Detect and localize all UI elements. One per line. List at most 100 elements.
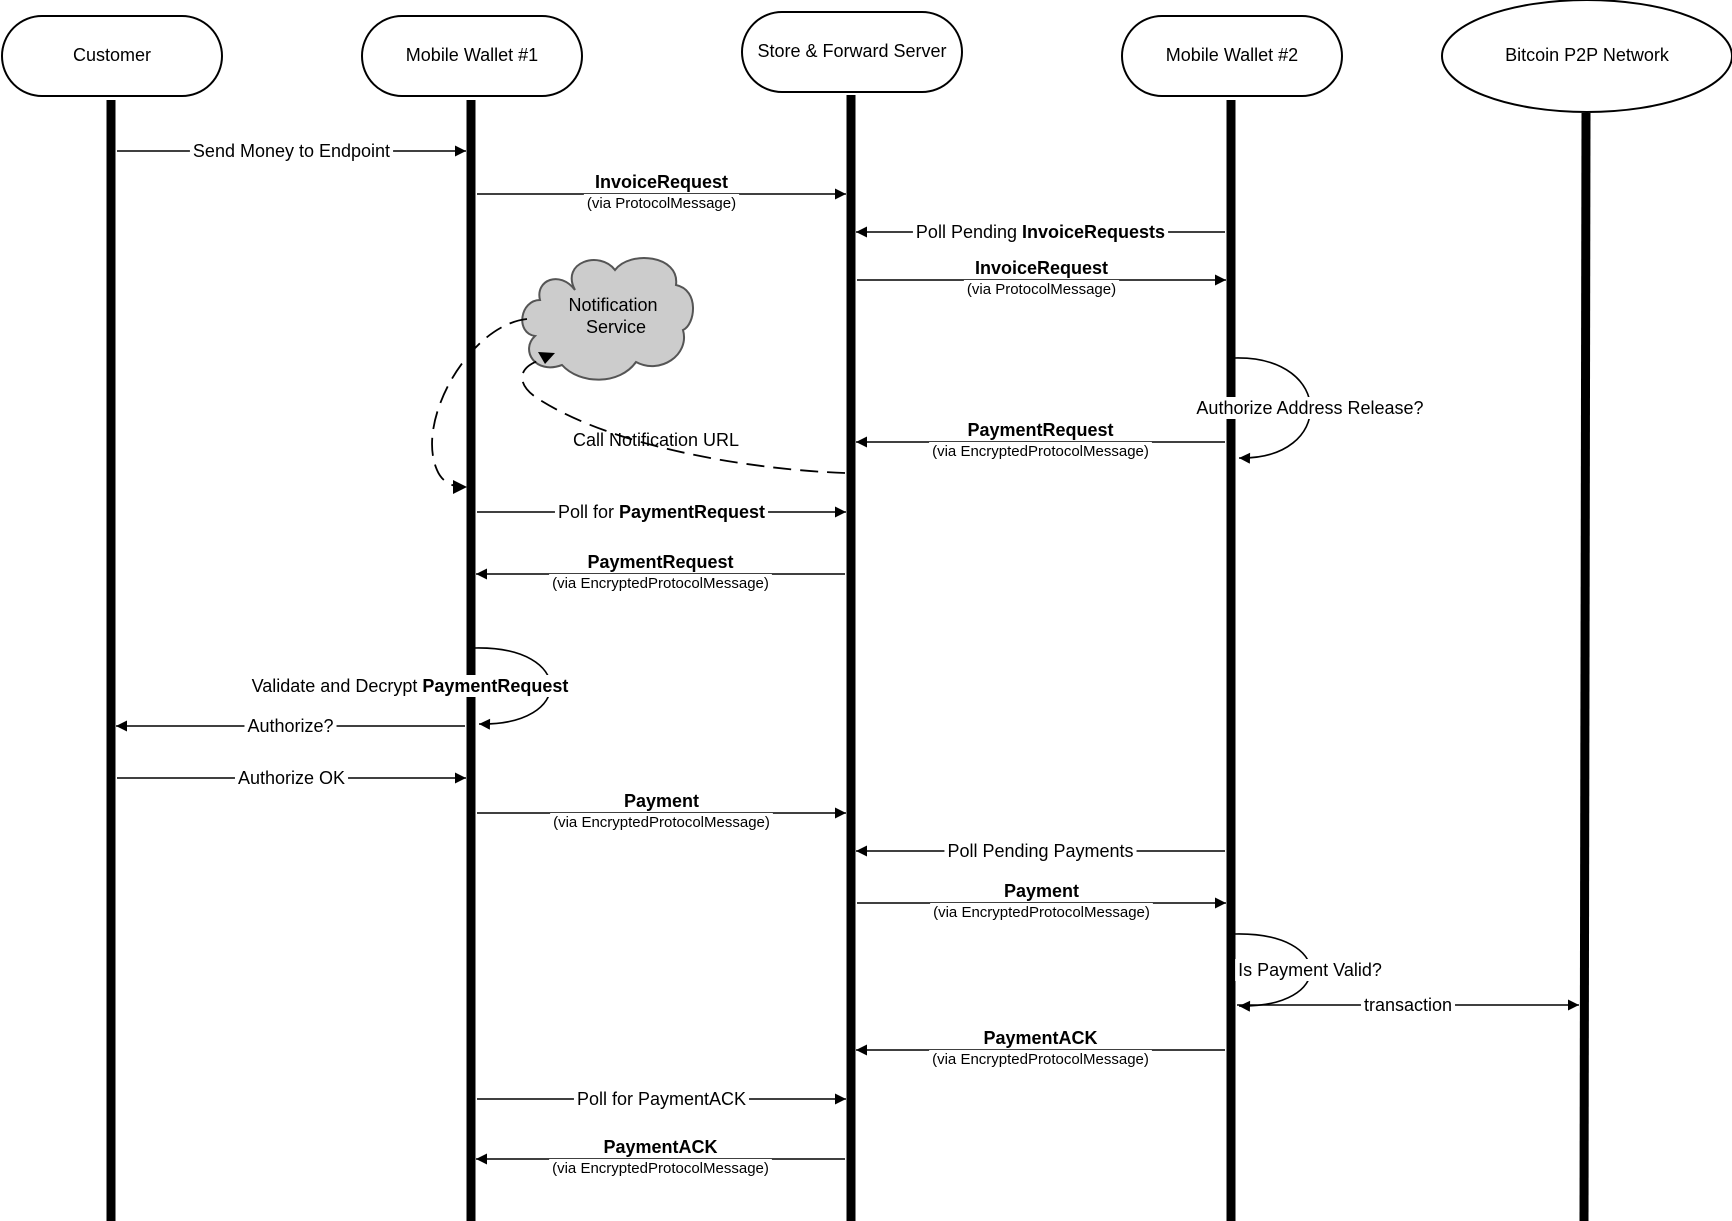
actor-mobile-wallet-1: Mobile Wallet #1 (361, 15, 583, 97)
notification-service-cloud: Notification Service (521, 257, 694, 381)
message-customer-to-wallet1: Send Money to Endpoint (117, 140, 466, 162)
message-wallet2-to-wallet2: Authorize Address Release? (1193, 357, 1427, 464)
message-label: PaymentACK (603, 1137, 717, 1157)
message-label: Send Money to Endpoint (193, 141, 390, 161)
message-label-part: Poll Pending (916, 222, 1022, 242)
message-label: PaymentRequest (967, 420, 1113, 440)
actor-bitcoin-p2p-network: Bitcoin P2P Network (1441, 0, 1732, 113)
message-sublabel: (via EncryptedProtocolMessage) (552, 1160, 769, 1177)
message-label: Is Payment Valid? (1238, 960, 1382, 980)
message-wallet2-to-wallet2: Is Payment Valid? (1234, 933, 1385, 1012)
actor-mobile-wallet-2: Mobile Wallet #2 (1121, 15, 1343, 97)
message-server-to-wallet2: InvoiceRequest (via ProtocolMessage) (857, 257, 1226, 299)
arrow-head (538, 352, 555, 364)
label-background (549, 1159, 772, 1178)
actor-label: Mobile Wallet #2 (1166, 45, 1298, 65)
label-background (929, 442, 1152, 461)
label-background (234, 767, 349, 789)
label-background (964, 419, 1117, 441)
message-label-part: Send Money to Endpoint (193, 141, 390, 161)
message-label-part: Payment (624, 791, 699, 811)
notification-push-connector (431, 318, 528, 488)
lifeline-p2p (1579, 112, 1591, 1221)
message-label: Authorize Address Release? (1196, 398, 1423, 418)
message-wallet2-to-p2p: transaction (1237, 994, 1579, 1016)
message-label-part: InvoiceRequest (595, 172, 728, 192)
label-background (573, 1088, 750, 1110)
message-label-part: Is Payment Valid? (1238, 960, 1382, 980)
message-wallet2-to-server: Poll Pending InvoiceRequests (856, 221, 1225, 243)
message-wallet2-to-server: Poll Pending Payments (856, 840, 1225, 862)
message-label: Validate and Decrypt PaymentRequest (252, 676, 569, 696)
message-label: Authorize? (247, 716, 333, 736)
message-sublabel: (via EncryptedProtocolMessage) (553, 814, 770, 831)
message-label-part: Poll for (558, 502, 619, 522)
actor-label: Mobile Wallet #1 (406, 45, 538, 65)
message-sublabel: (via ProtocolMessage) (967, 281, 1116, 298)
label-background (1235, 959, 1385, 981)
label-background (1193, 397, 1427, 419)
message-label-part: InvoiceRequests (1022, 222, 1165, 242)
message-label: Poll for PaymentRequest (558, 502, 765, 522)
label-background (583, 194, 740, 213)
message-label-part: Authorize Address Release? (1196, 398, 1423, 418)
message-label-part: PaymentRequest (967, 420, 1113, 440)
message-label: InvoiceRequest (595, 172, 728, 192)
label-background (971, 257, 1112, 279)
message-server-to-wallet2: Payment (via EncryptedProtocolMessage) (857, 880, 1226, 922)
label-background (963, 280, 1120, 299)
message-label: transaction (1364, 995, 1452, 1015)
message-wallet1-to-server: Poll for PaymentACK (477, 1088, 846, 1110)
message-label-part: Validate and Decrypt (252, 676, 423, 696)
message-label-part: PaymentACK (603, 1137, 717, 1157)
label-background (584, 551, 737, 573)
message-label-part: PaymentACK (983, 1028, 1097, 1048)
message-wallet1-to-server: InvoiceRequest (via ProtocolMessage) (477, 171, 846, 213)
message-label: Authorize OK (238, 768, 345, 788)
message-wallet1-to-customer: Authorize? (116, 715, 465, 737)
actor-label: Bitcoin P2P Network (1505, 45, 1670, 65)
message-wallet2-to-server: PaymentACK (via EncryptedProtocolMessage) (856, 1027, 1225, 1069)
label-background (600, 1136, 721, 1158)
message-label-part: Poll for PaymentACK (577, 1089, 746, 1109)
label-background (929, 1050, 1152, 1069)
message-customer-to-wallet1: Authorize OK (117, 767, 466, 789)
message-label-part: Poll Pending Payments (947, 841, 1133, 861)
label-background (944, 840, 1137, 862)
actor-store-forward-server: Store & Forward Server (741, 11, 963, 93)
message-label-part: transaction (1364, 995, 1452, 1015)
message-label: Poll Pending InvoiceRequests (916, 222, 1165, 242)
message-label: InvoiceRequest (975, 258, 1108, 278)
label-background (550, 813, 773, 832)
message-label: Poll Pending Payments (947, 841, 1133, 861)
label-background (554, 501, 769, 523)
message-label-part: InvoiceRequest (975, 258, 1108, 278)
actor-label: Customer (73, 45, 151, 65)
actor-label: Store & Forward Server (757, 41, 946, 61)
message-sublabel: (via EncryptedProtocolMessage) (932, 443, 1149, 460)
label-background (244, 715, 337, 737)
message-label: Payment (1004, 881, 1079, 901)
label-background (620, 790, 703, 812)
message-label-part: PaymentRequest (422, 676, 568, 696)
label-background (912, 221, 1169, 243)
message-label: Payment (624, 791, 699, 811)
message-sublabel: (via EncryptedProtocolMessage) (932, 1051, 1149, 1068)
label-background (980, 1027, 1101, 1049)
label-background (189, 140, 394, 162)
message-sublabel: (via EncryptedProtocolMessage) (552, 575, 769, 592)
arrow-head (453, 480, 467, 494)
actor-customer: Customer (1, 15, 223, 97)
message-sublabel: (via ProtocolMessage) (587, 195, 736, 212)
call-notification-url-label: Call Notification URL (573, 430, 739, 450)
message-sublabel: (via EncryptedProtocolMessage) (933, 904, 1150, 921)
notification-call-connector (521, 357, 846, 474)
message-wallet1-to-wallet1: Validate and Decrypt PaymentRequest (248, 647, 572, 730)
message-wallet1-to-server: Payment (via EncryptedProtocolMessage) (477, 790, 846, 832)
label-background (930, 903, 1153, 922)
message-label-part: Authorize OK (238, 768, 345, 788)
notification-service-label: Notification (568, 295, 657, 315)
message-label-part: PaymentRequest (587, 552, 733, 572)
message-label: PaymentRequest (587, 552, 733, 572)
message-label-part: PaymentRequest (619, 502, 765, 522)
